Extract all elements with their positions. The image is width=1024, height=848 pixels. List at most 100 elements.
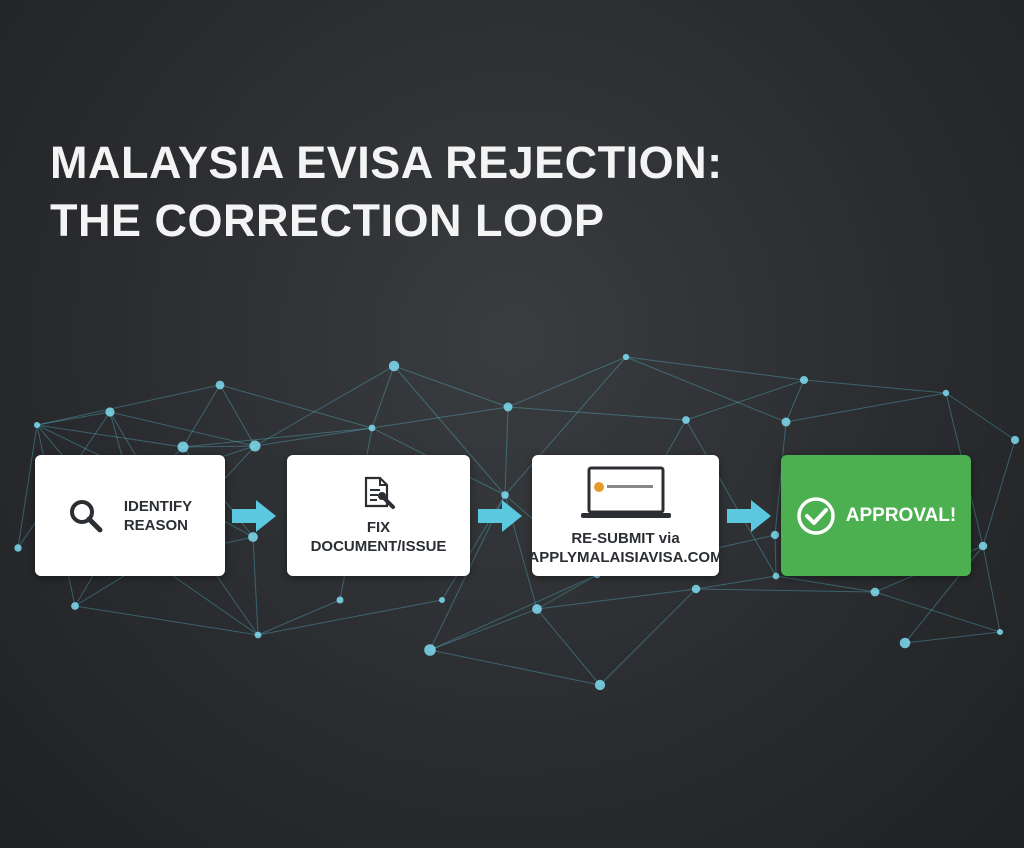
network-node [105,407,115,417]
network-link [775,575,876,593]
network-node [177,441,189,453]
network-link [504,356,627,496]
step-label: IDENTIFY [123,497,193,515]
network-node [532,604,542,614]
network-link [904,631,1001,644]
network-node [899,637,911,649]
arrow-right-icon [478,500,522,532]
step-approval: APPROVAL! [781,455,971,576]
network-link [257,599,443,636]
step-resubmit: RE-SUBMIT via APPLYMALAISIAVISA.COM [528,455,723,576]
network-node [501,491,509,499]
network-node [248,532,258,542]
network-node [682,416,690,424]
step-identify-reason: IDENTIFY REASON [35,455,225,576]
check-circle-icon [797,496,835,535]
network-link [74,605,259,636]
network-link [536,608,601,686]
network-link [536,574,598,610]
network-link [429,608,538,651]
network-link [945,392,1016,441]
network-node [870,587,880,597]
network-link [254,427,373,447]
network-link [257,599,341,636]
network-link [219,384,256,447]
network-link [625,356,787,423]
title-line-1: MALAYSIA EVISA REJECTION: [50,137,723,188]
network-link [685,379,805,421]
network-link [182,384,221,448]
step-label: REASON [123,516,189,534]
network-link [774,421,787,536]
network-node [1010,435,1020,445]
network-link [371,365,395,429]
network-node [799,375,809,385]
step-label: DOCUMENT/ISSUE [310,537,447,555]
network-node [691,584,701,594]
network-link [36,384,221,426]
network-link [803,379,947,394]
network-link [109,411,256,447]
network-link [785,392,947,423]
network-node [215,380,225,390]
network-link [507,406,687,421]
network-link [17,424,38,549]
network-node [14,544,22,552]
network-node [770,530,780,540]
network-node [781,417,791,427]
network-link [36,411,111,426]
network-node [503,402,513,412]
network-link [429,574,598,651]
network-link [982,439,1016,547]
network-link [393,365,506,496]
network-link [219,384,373,429]
document-wrench-icon [364,476,395,509]
network-link [252,536,259,636]
network-link [254,365,395,447]
step-label: FIX [366,518,391,536]
network-link [695,575,777,590]
network-node [368,424,376,432]
network-node [978,541,988,551]
network-node [388,360,400,372]
network-link [429,649,601,686]
network-link [774,534,777,577]
network-link [685,419,777,577]
network-link [371,406,509,429]
network-link [182,427,373,448]
network-link [874,591,1001,633]
arrow-right-icon [727,500,771,532]
network-node [942,389,950,397]
network-link [982,545,1001,633]
network-node [996,628,1004,636]
network-node [594,679,606,691]
network-link [504,406,509,496]
network-node [71,602,79,610]
network-link [625,356,805,381]
step-label: APPLYMALAISIAVISA.COM [528,548,723,566]
network-link [393,365,509,408]
network-link [182,445,256,448]
step-label: RE-SUBMIT via [571,529,680,547]
network-node [254,631,262,639]
title-line-2: THE CORRECTION LOOP [50,195,605,246]
arrow-right-icon [232,500,276,532]
magnifier-icon [69,499,103,532]
network-node [249,440,261,452]
network-node [772,572,780,580]
step-label: APPROVAL! [845,505,957,526]
network-node [424,644,436,656]
network-node [336,596,344,604]
network-node [33,421,41,429]
network-link [695,588,876,593]
page-title: MALAYSIA EVISA REJECTION: THE CORRECTION… [50,134,723,250]
step-fix-document: FIX DOCUMENT/ISSUE [287,455,470,576]
network-link [536,588,697,610]
network-link [507,356,627,408]
laptop-icon [580,466,671,518]
network-node [438,596,446,604]
network-link [599,588,697,686]
network-link [785,379,805,423]
network-link [36,424,184,448]
